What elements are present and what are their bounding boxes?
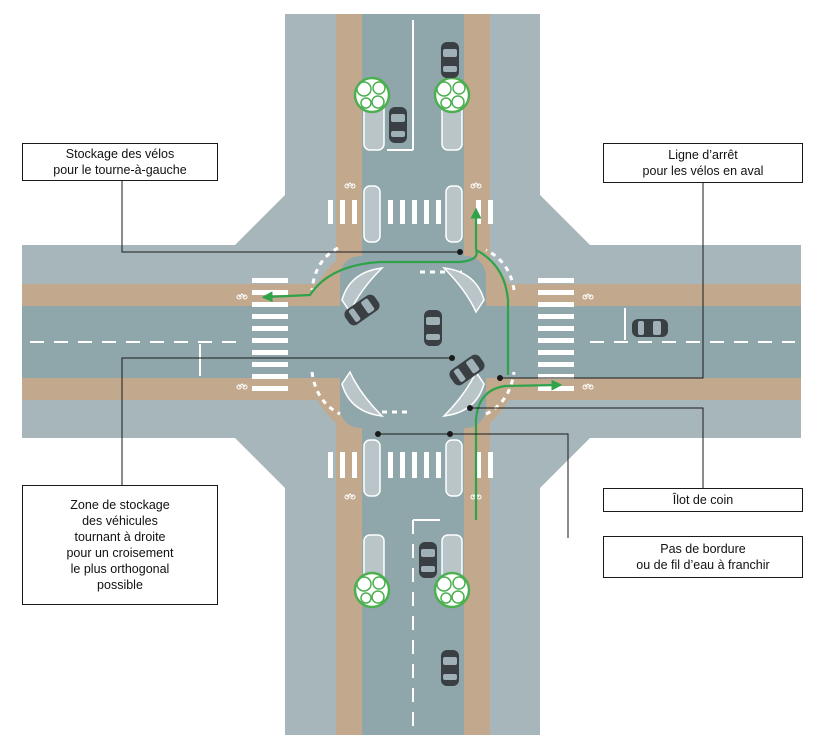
- tree-icon: [353, 571, 391, 609]
- callout-corner-island: Îlot de coin: [603, 488, 803, 512]
- callout-line: Pas de bordure: [660, 542, 746, 556]
- callout-line: pour les vélos en aval: [642, 164, 764, 178]
- callout-stop-line: Ligne d’arrêt pour les vélos en aval: [603, 143, 803, 183]
- callout-curb: Pas de bordure ou de fil d’eau à franchi…: [603, 536, 803, 578]
- corner-islands: [341, 266, 485, 418]
- leader-dots: [375, 249, 503, 437]
- tree-icon: [433, 571, 471, 609]
- callout-vehicle-storage: Zone de stockage des véhicules tournant …: [22, 485, 218, 605]
- callout-line: pour un croisement: [66, 546, 174, 560]
- callout-line: tournant à droite: [74, 530, 166, 544]
- car-icon: [389, 107, 407, 143]
- median-islands: [363, 89, 463, 596]
- callout-line: Zone de stockage: [70, 498, 170, 512]
- lane-markings: [30, 20, 795, 730]
- callout-line: Ligne d’arrêt: [668, 148, 738, 162]
- car-icon: [441, 650, 459, 686]
- callout-line: possible: [97, 578, 143, 592]
- callout-left-turn-storage: Stockage des vélos pour le tourne-à-gauc…: [22, 143, 218, 181]
- callout-line: Îlot de coin: [672, 493, 734, 507]
- roadway: [22, 14, 801, 735]
- tree-icon: [353, 76, 391, 114]
- callout-line: Stockage des vélos: [65, 147, 175, 161]
- callout-line: des véhicules: [82, 514, 158, 528]
- bike-path-arrows: [261, 207, 563, 520]
- callout-line: ou de fil d’eau à franchir: [636, 558, 770, 572]
- callout-line: pour le tourne-à-gauche: [53, 163, 187, 177]
- car-icon: [419, 542, 437, 578]
- car-icon: [632, 319, 668, 337]
- tree-icon: [433, 76, 471, 114]
- callout-line: le plus orthogonal: [70, 562, 170, 576]
- leader-lines: [121, 180, 704, 538]
- car-icon: [441, 42, 459, 78]
- car-icon: [424, 310, 442, 346]
